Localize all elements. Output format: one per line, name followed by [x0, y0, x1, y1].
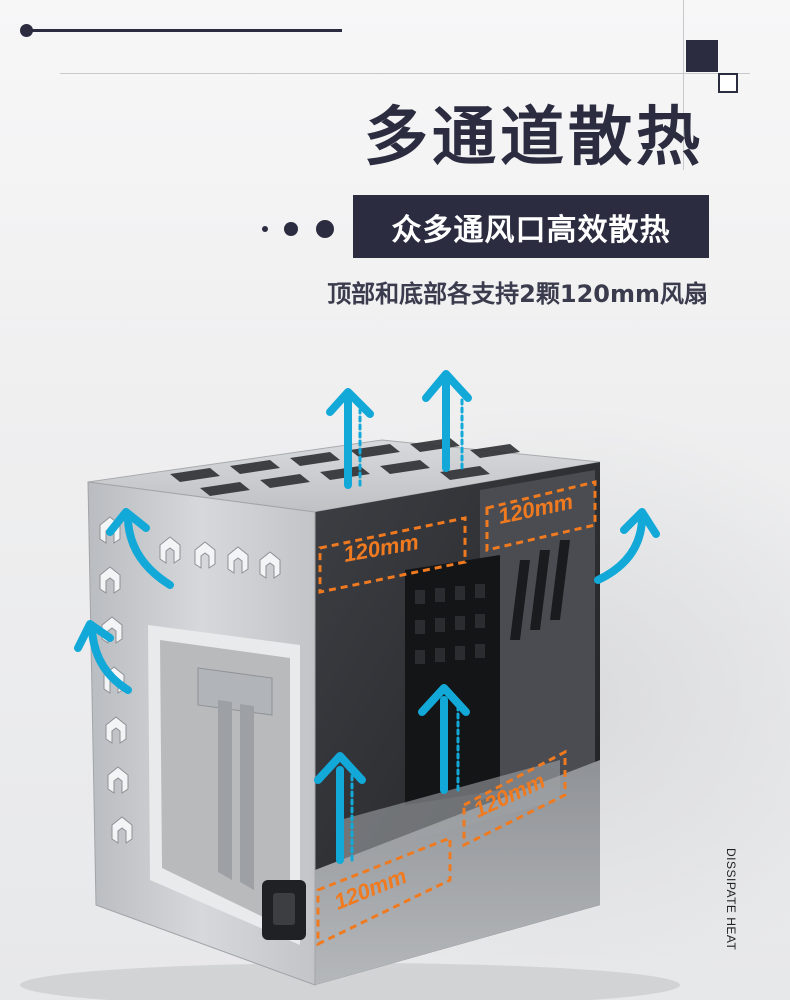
header-decor-square-light	[718, 73, 738, 93]
page-title: 多通道散热	[364, 101, 704, 175]
side-caption: DISSIPATE HEAT	[724, 848, 738, 951]
airflow-arrow-icon	[74, 370, 660, 864]
header-decor-hline	[60, 73, 750, 74]
header-decor-square-dark	[686, 40, 718, 72]
subtitle-text: 众多通风口高效散热	[391, 212, 671, 248]
header-decor-vline	[683, 0, 684, 170]
case-illustration: 120mm 120mm 120mm 120mm	[20, 370, 680, 1000]
subtitle-banner: 众多通风口高效散热	[353, 195, 709, 258]
feature-description: 顶部和底部各支持2颗120mm风扇	[327, 280, 708, 308]
header-decor-line	[30, 29, 342, 32]
header-decor-dot	[20, 24, 33, 37]
